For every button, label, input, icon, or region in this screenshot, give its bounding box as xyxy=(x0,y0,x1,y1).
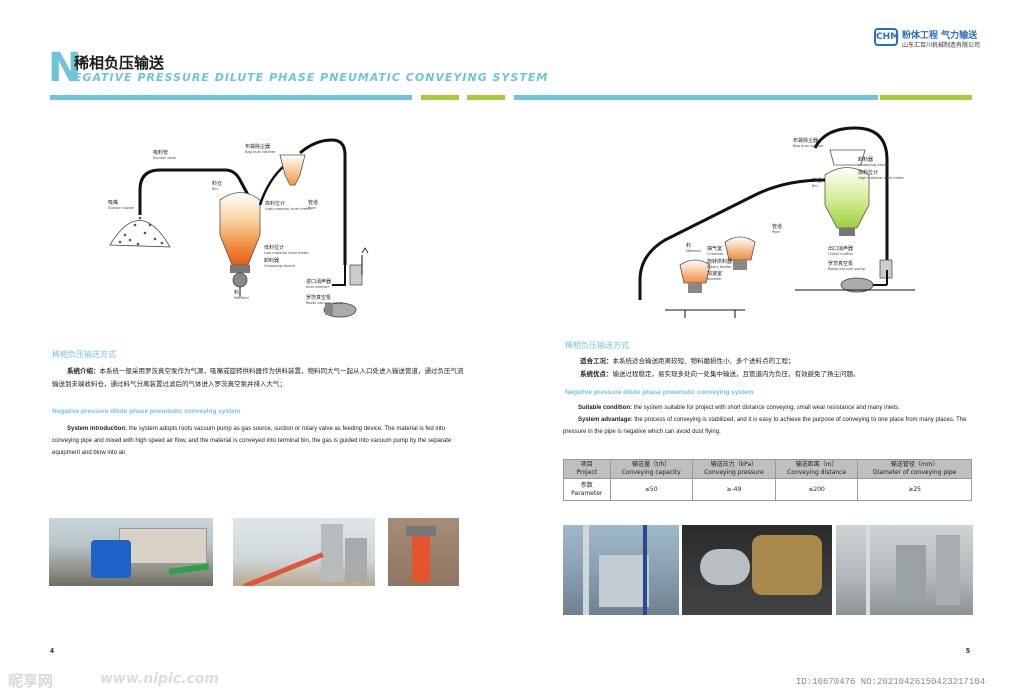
right-section-title-en: Negative pressure dilute phase pneumatic… xyxy=(565,389,754,396)
company-name: 山东汇百川机械制造有限公司 xyxy=(902,42,981,49)
right-cond-text: 本系统适合输送距离较短、物料磨损性小、多个进料点的工程； xyxy=(612,357,795,365)
photo-rotary-valve xyxy=(682,525,832,615)
spec-header-distance: 输送距离（m）Conveying distance xyxy=(774,459,859,479)
right-adv-en-label: System advantage: xyxy=(578,417,633,423)
right-cond-en-label: Suitable condition: xyxy=(578,405,632,411)
left-intro-paragraph-en: System introduction: the system adopts r… xyxy=(52,423,468,459)
right-condition-line: 适合工况：本系统适合输送距离较短、物料磨损性小、多个进料点的工程； xyxy=(580,355,975,368)
header-bar-green-2 xyxy=(467,95,505,100)
watermark-id: ID:10670476 NO:20210426150423217104 xyxy=(796,677,986,687)
left-system-diagram xyxy=(109,138,369,318)
company-slogan: 粉体工程 气力输送 xyxy=(902,31,978,41)
spec-header-capacity: 输送量（t/h）Conveying capacity xyxy=(609,459,693,479)
left-section-title-en: Negative pressure dilute phase pneumatic… xyxy=(52,408,241,415)
page-number-left: 4 xyxy=(50,648,54,655)
company-logo-mark: CHM xyxy=(874,28,899,46)
right-cond-label: 适合工况： xyxy=(580,357,613,365)
spec-header-diameter: 输送管径（mm）Diameter of conveying pipe xyxy=(857,459,972,479)
header-bar-cyan-left xyxy=(50,95,412,100)
header-n-letter: N xyxy=(48,45,81,91)
spec-value-diameter: ≥25 xyxy=(857,478,972,501)
spec-header-pressure: 输送压力（kPa）Conveying pressure xyxy=(691,459,776,479)
page-number-right: 5 xyxy=(966,648,970,655)
watermark-brand: 昵享网 xyxy=(8,672,54,690)
spec-value-capacity: ≤50 xyxy=(609,478,693,501)
right-advantage-line: 系统优点：输送过程稳定，易实现多处向一处集中输送，且管道内为负压，有效避免了扬尘… xyxy=(580,368,975,381)
right-advantage-en: System advantage: the process of conveyi… xyxy=(563,414,975,438)
header-bar-cyan-right xyxy=(514,95,878,100)
right-condition-en: Suitable condition: the system suitable … xyxy=(578,402,973,414)
left-intro-en-label: System introduction: xyxy=(67,426,128,432)
photo-factory-pipes xyxy=(563,525,679,615)
left-intro-paragraph: 系统介绍：本系统一般采用罗茨真空泵作为气源，吸嘴或旋转供料器作为供料装置，物料同… xyxy=(52,365,468,391)
right-system-diagram xyxy=(638,126,915,318)
left-section-title-cn: 稀相负压输送方式 xyxy=(52,350,116,359)
page-title-cn: 稀相负压输送 xyxy=(74,54,165,72)
photo-silo-installation xyxy=(233,518,375,586)
page-title-en: EGATIVE PRESSURE DILUTE PHASE PNEUMATIC … xyxy=(74,71,549,84)
right-adv-text: 输送过程稳定，易实现多处向一处集中输送，且管道内为负压，有效避免了扬尘问题。 xyxy=(612,370,860,378)
left-intro-text: 本系统一般采用罗茨真空泵作为气源，吸嘴或旋转供料器作为供料装置，物料同大气一起从… xyxy=(52,367,464,388)
right-section-title-cn: 稀相负压输送方式 xyxy=(565,341,629,350)
header-bar-green-3 xyxy=(880,95,972,100)
photo-red-pump xyxy=(388,518,459,586)
left-intro-label: 系统介绍： xyxy=(67,367,100,375)
photo-plant-interior xyxy=(836,525,973,615)
photo-truck-unloading xyxy=(49,518,213,586)
spec-value-pressure: ≥-49 xyxy=(691,478,776,501)
right-adv-label: 系统优点： xyxy=(580,370,613,378)
watermark-url: www.nipic.com xyxy=(100,671,219,687)
right-adv-en-text: the process of conveying is stabilized, … xyxy=(563,417,967,435)
spec-value-distance: ≤200 xyxy=(774,478,859,501)
left-intro-en-text: the system adopts roots vacuum pump as g… xyxy=(52,426,452,456)
right-cond-en-text: the system suitable for project with sho… xyxy=(632,405,900,411)
header-bar-green-1 xyxy=(421,95,459,100)
